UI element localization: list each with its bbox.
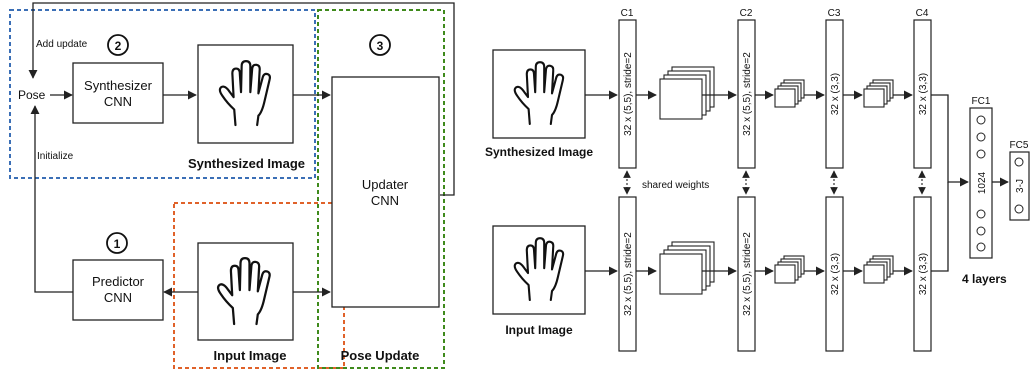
predictor-cnn-box <box>72 259 164 321</box>
feature-map-stack <box>774 79 805 108</box>
conv-c3-top <box>825 19 844 169</box>
conv-c2-top <box>737 19 756 169</box>
left-panel: Pose Add update Initialize 2 3 1 Synthes… <box>9 2 455 369</box>
synthesizer-cnn-box <box>72 62 164 124</box>
conv-c1-top-label: 32 x (5,5), stride=2 <box>623 52 634 136</box>
step-1-circle: 1 <box>106 232 128 254</box>
column-c1: C1 <box>621 8 634 19</box>
conv-c3-bottom <box>825 196 844 352</box>
add-update-arrow <box>28 2 455 196</box>
initialize-label: Initialize <box>37 151 74 162</box>
input-image-frame <box>492 225 586 315</box>
synthesized-hand-image <box>197 44 294 144</box>
pose-label: Pose <box>18 88 46 102</box>
updater-cnn-label-2: CNN <box>371 193 399 208</box>
right-panel: C1 C2 C3 C4 FC1 FC5 Synthesized Image 32… <box>485 8 1030 352</box>
fc5-neurons <box>1014 157 1024 214</box>
step-3-circle: 3 <box>369 34 391 56</box>
fc1-units-label: 1024 <box>977 171 988 194</box>
feature-map-stack <box>774 255 805 284</box>
conv-c2-top-label: 32 x (5,5), stride=2 <box>742 52 753 136</box>
merge-line-bottom <box>931 182 949 272</box>
pose-update-region-label: Pose Update <box>341 348 420 363</box>
column-fc5: FC5 <box>1010 140 1029 151</box>
merge-line-top <box>931 94 969 187</box>
conv-c4-top <box>913 19 932 169</box>
input-hand-image <box>197 242 294 341</box>
fc1-neurons <box>976 115 986 252</box>
conv-c3-bottom-label: 32 x (3,3) <box>830 253 841 295</box>
initialize-arrow <box>30 105 73 293</box>
updater-cnn-box <box>331 76 440 308</box>
conv-c2-bottom-label: 32 x (5,5), stride=2 <box>742 232 753 316</box>
conv-c4-bottom <box>913 196 932 352</box>
input-image-label: Input Image <box>505 323 573 337</box>
svg-text:3: 3 <box>377 39 384 53</box>
synthesized-image-frame <box>492 49 586 139</box>
feature-map-stack <box>659 66 715 120</box>
synthesizer-cnn-label: Synthesizer <box>84 78 153 93</box>
conv-c3-top-label: 32 x (3,3) <box>830 73 841 115</box>
feature-map-stack <box>863 79 894 108</box>
svg-text:1: 1 <box>114 237 121 251</box>
conv-c1-top <box>618 19 637 169</box>
four-layers-label: 4 layers <box>962 272 1007 286</box>
svg-text:2: 2 <box>115 39 122 53</box>
column-c2: C2 <box>740 8 753 19</box>
conv-c4-bottom-label: 32 x (3,3) <box>918 253 929 295</box>
column-c3: C3 <box>828 8 841 19</box>
input-image-region-label: Input Image <box>214 348 287 363</box>
pose-update-region <box>317 9 445 369</box>
synthesized-region <box>9 9 316 179</box>
feature-map-stack <box>659 241 715 295</box>
add-update-label: Add update <box>36 39 88 50</box>
column-c4: C4 <box>916 8 929 19</box>
predictor-cnn-label: Predictor <box>92 274 145 289</box>
step-2-circle: 2 <box>107 34 129 56</box>
shared-weights-label: shared weights <box>642 180 709 191</box>
fc5-layer <box>1009 151 1030 221</box>
fc5-units-label: 3-J <box>1015 179 1026 193</box>
conv-c2-bottom <box>737 196 756 352</box>
feature-map-stack <box>863 255 894 284</box>
synthesized-image-region-label: Synthesized Image <box>188 156 305 171</box>
synthesized-image-label: Synthesized Image <box>485 145 593 159</box>
column-fc1: FC1 <box>972 96 991 107</box>
predictor-cnn-label-2: CNN <box>104 290 132 305</box>
synthesizer-cnn-label-2: CNN <box>104 94 132 109</box>
conv-c1-bottom-label: 32 x (5,5), stride=2 <box>623 232 634 316</box>
fc1-layer <box>969 107 993 259</box>
updater-cnn-label: Updater <box>362 177 409 192</box>
conv-c4-top-label: 32 x (3,3) <box>918 73 929 115</box>
conv-c1-bottom <box>618 196 637 352</box>
